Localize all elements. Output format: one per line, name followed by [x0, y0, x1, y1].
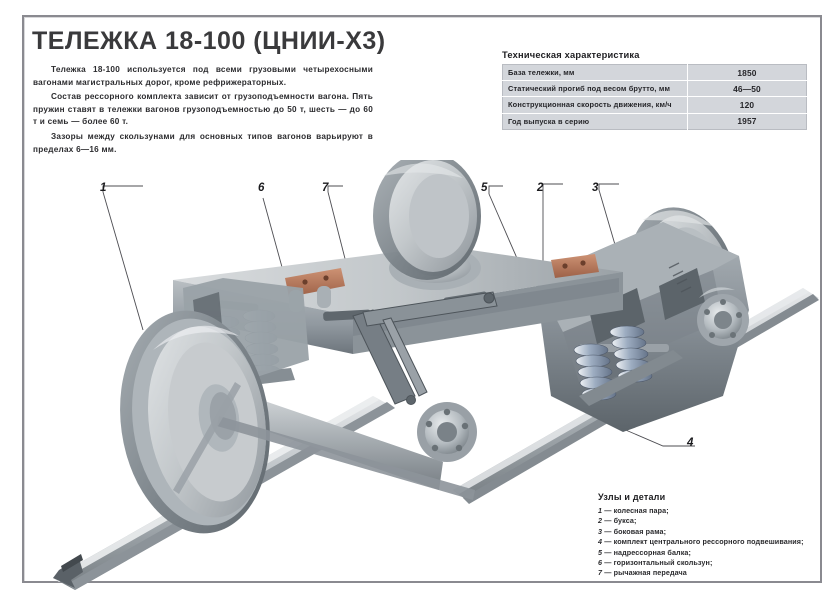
spec-value: 46—50: [687, 80, 807, 98]
table-row: База тележки, мм 1850: [502, 64, 807, 82]
lower-tie-bar: [173, 382, 475, 500]
legend-text: — боковая рама;: [604, 526, 667, 536]
legend-number: 1: [598, 506, 603, 515]
legend-number: 6: [598, 558, 603, 568]
callout-2: 2: [537, 182, 544, 194]
spec-value: 120: [687, 96, 807, 114]
horizontal-slider-right: [551, 254, 599, 278]
intro-paragraph-2: Состав рессорного комплекта зависит от г…: [33, 92, 373, 127]
legend-text: — рычажная передача: [604, 568, 687, 578]
legend-text: — колесная пара;: [604, 506, 669, 515]
legend-title: Узлы и детали: [598, 492, 666, 502]
legend-number: 3: [598, 526, 603, 536]
intro-text-block: Тележка 18-100 используется под всеми гр…: [33, 64, 373, 158]
brake-lever-linkage: [352, 291, 498, 405]
legend-number: 2: [598, 516, 603, 526]
legend-text: — горизонтальный скользун;: [604, 558, 713, 568]
spec-value: 1850: [687, 64, 807, 82]
list-item: 1 — колесная пара;: [598, 506, 818, 516]
intro-paragraph-1: Тележка 18-100 используется под всеми гр…: [33, 65, 373, 87]
legend-text: — букса;: [604, 516, 637, 526]
callout-7: 7: [322, 182, 329, 194]
list-item: 6 — горизонтальный скользун;: [598, 558, 818, 568]
legend-text: — надрессорная балка;: [604, 547, 691, 557]
table-row: Конструкционная скорость движения, км/ч …: [502, 96, 807, 114]
spec-label: База тележки, мм: [502, 64, 688, 82]
legend-number: 7: [598, 568, 603, 578]
list-item: 2 — букса;: [598, 516, 818, 526]
callout-6: 6: [258, 182, 265, 194]
list-item: 7 — рычажная передача: [598, 568, 818, 578]
axle-box-center: [417, 402, 477, 462]
spec-value: 1957: [687, 113, 807, 130]
callout-3: 3: [592, 182, 599, 194]
spec-label: Конструкционная скорость движения, км/ч: [502, 96, 688, 114]
legend-number: 4: [598, 537, 603, 547]
wheel-mid-rear: [373, 160, 481, 280]
callout-1: 1: [100, 182, 107, 194]
specifications-title: Техническая характеристика: [502, 50, 640, 60]
callout-5: 5: [481, 182, 488, 194]
table-row: Год выпуска в серию 1957: [502, 113, 807, 130]
list-item: 4 — комплект центрального рессорного под…: [598, 537, 818, 547]
parts-legend: Узлы и детали 1 — колесная пара; 2 — бук…: [598, 492, 818, 579]
page-title: ТЕЛЕЖКА 18-100 (ЦНИИ-Х3): [32, 27, 386, 55]
specifications-panel: Техническая характеристика База тележки,…: [502, 50, 807, 130]
spec-label: Год выпуска в серию: [502, 113, 688, 130]
page-border-frame: [22, 15, 822, 583]
table-row: Статический прогиб под весом брутто, мм …: [502, 80, 807, 98]
bogie-illustration: [53, 160, 819, 590]
axle-box-right: [697, 287, 749, 346]
legend-number: 5: [598, 547, 603, 557]
list-item: 5 — надрессорная балка;: [598, 548, 818, 558]
callout-4: 4: [687, 437, 694, 449]
intro-paragraph-3: Зазоры между скользунами для основных ти…: [33, 131, 373, 154]
legend-text: — комплект центрального рессорного подве…: [604, 537, 804, 547]
spec-label: Статический прогиб под весом брутто, мм: [502, 80, 688, 98]
spring-set-central-right: [573, 325, 683, 406]
list-item: 3 — боковая рама;: [598, 527, 818, 537]
specifications-table: База тележки, мм 1850 Статический прогиб…: [502, 64, 807, 130]
